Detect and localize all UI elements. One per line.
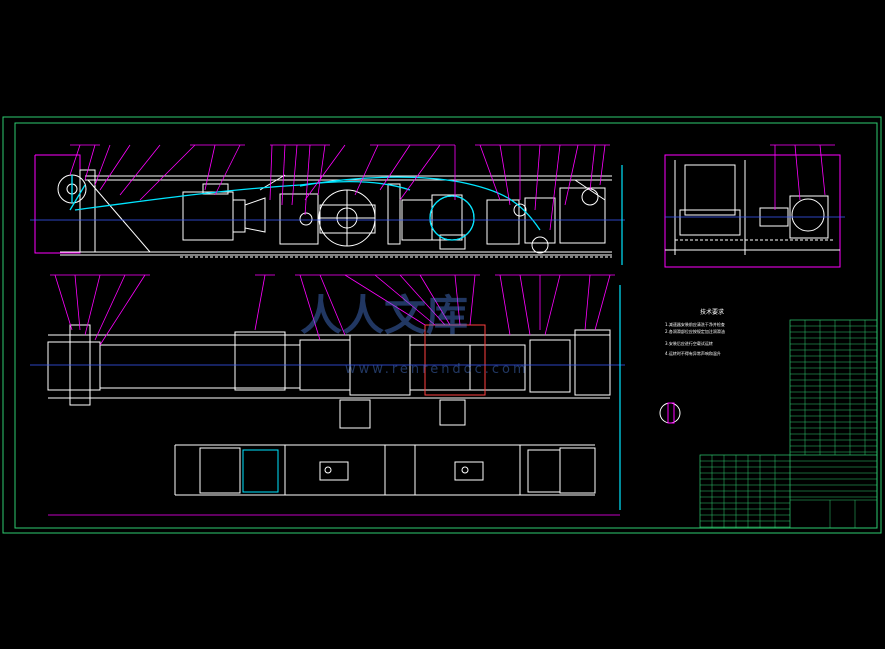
tech-req-line-4: 4.运转时不得有异常声响和温升 bbox=[665, 350, 721, 356]
watermark: 人人文库 www.renrendoc.com bbox=[300, 291, 529, 377]
tech-req-line-3: 3.安装后应进行空载试运转 bbox=[665, 340, 713, 346]
callout-leaders-top bbox=[69, 144, 610, 231]
watermark-url: www.renrendoc.com bbox=[345, 362, 529, 377]
technical-requirements: 技术要求 1.减速器安装前应清洗干净并检查 2.各润滑部位应按规定加注润滑油 3… bbox=[665, 308, 725, 356]
callout-leaders-end bbox=[770, 144, 835, 210]
title-block-grid bbox=[700, 455, 877, 528]
side-elevation-view bbox=[34, 154, 612, 258]
plan-view bbox=[47, 324, 611, 429]
sheet-border-outer bbox=[2, 116, 882, 534]
parts-list-grid bbox=[790, 320, 877, 455]
drive-plan-view bbox=[174, 444, 596, 496]
tech-req-title: 技术要求 bbox=[700, 308, 724, 316]
tech-req-line-2: 2.各润滑部位应按规定加注润滑油 bbox=[665, 328, 725, 334]
detail-symbol bbox=[659, 402, 681, 424]
callout-leaders-plan bbox=[50, 274, 615, 346]
tech-req-line-1: 1.减速器安装前应清洗干净并检查 bbox=[665, 321, 725, 327]
watermark-logo-text: 人人文库 bbox=[300, 291, 468, 340]
end-view bbox=[664, 154, 841, 268]
conveyor-belt bbox=[69, 175, 541, 241]
title-block bbox=[699, 319, 878, 529]
